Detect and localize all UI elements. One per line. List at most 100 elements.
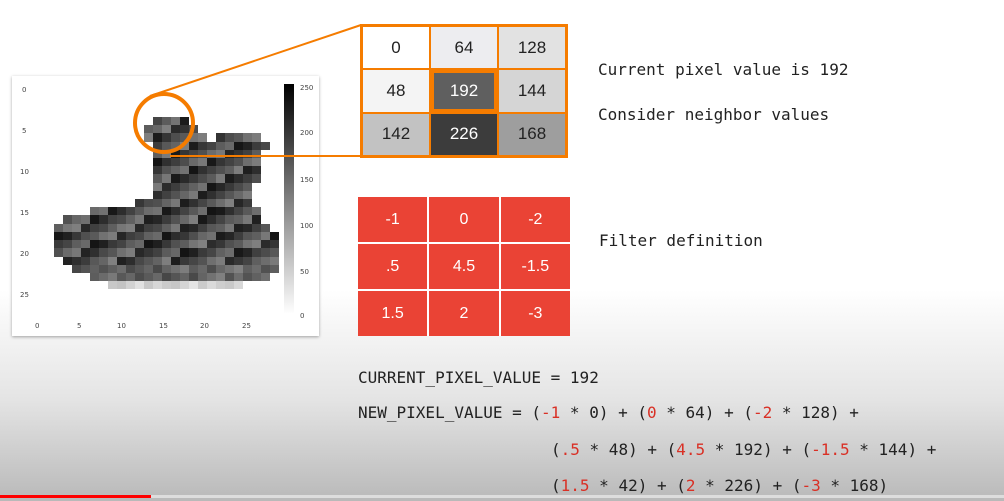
- boot-pixel: [126, 215, 135, 224]
- boot-pixel: [90, 231, 99, 241]
- boot-pixel: [216, 190, 225, 199]
- boot-pixel: [99, 256, 108, 265]
- boot-pixel: [216, 84, 225, 93]
- boot-pixel: [225, 108, 234, 117]
- boot-pixel: [270, 248, 279, 257]
- boot-pixel: [126, 305, 135, 314]
- formula-text: (: [551, 440, 561, 459]
- y-tick: 20: [20, 250, 29, 258]
- boot-pixel: [270, 141, 279, 150]
- boot-pixel: [279, 240, 288, 249]
- neighbor-cell: 48: [362, 69, 430, 113]
- boot-pixel: [54, 182, 63, 191]
- filter-cell: -1: [358, 197, 428, 242]
- boot-pixel: [261, 141, 270, 150]
- boot-pixel: [126, 149, 135, 158]
- boot-pixel: [243, 149, 252, 158]
- boot-pixel: [144, 182, 153, 191]
- boot-pixel: [99, 149, 108, 158]
- boot-pixel: [90, 207, 99, 216]
- boot-pixel: [216, 281, 225, 290]
- boot-pixel: [162, 281, 171, 290]
- boot-pixel: [117, 190, 126, 199]
- boot-pixel: [243, 248, 252, 257]
- boot-pixel: [216, 272, 225, 282]
- boot-pixel: [234, 116, 243, 126]
- boot-pixel: [270, 157, 279, 167]
- boot-pixel: [243, 133, 252, 142]
- boot-pixel: [126, 190, 135, 199]
- boot-pixel: [90, 289, 99, 298]
- boot-pixel: [189, 182, 198, 191]
- boot-pixel: [63, 248, 72, 257]
- boot-pixel: [90, 157, 99, 167]
- boot-pixel: [279, 256, 288, 265]
- video-progress-bar[interactable]: [0, 495, 1004, 498]
- boot-pixel: [270, 133, 279, 142]
- boot-pixel: [207, 231, 216, 241]
- boot-pixel: [99, 207, 108, 216]
- boot-pixel: [90, 190, 99, 199]
- boot-pixel: [180, 305, 189, 314]
- boot-pixel: [207, 223, 216, 232]
- boot-pixel: [153, 215, 162, 224]
- boot-pixel: [279, 281, 288, 290]
- boot-pixel: [45, 297, 54, 306]
- boot-pixel: [45, 125, 54, 134]
- boot-pixel: [261, 190, 270, 199]
- boot-pixel: [216, 166, 225, 175]
- boot-pixel: [252, 207, 261, 216]
- boot-pixel: [207, 240, 216, 249]
- boot-pixel: [207, 305, 216, 314]
- boot-pixel: [270, 297, 279, 306]
- boot-pixel: [270, 289, 279, 298]
- boot-pixel: [279, 231, 288, 241]
- boot-pixel: [135, 199, 144, 208]
- boot-pixel: [279, 157, 288, 167]
- boot-pixel: [108, 281, 117, 290]
- boot-pixel: [234, 133, 243, 142]
- boot-pixel: [225, 248, 234, 257]
- boot-pixel: [72, 207, 81, 216]
- boot-pixel: [279, 199, 288, 208]
- boot-pixel: [90, 125, 99, 134]
- filter-coefficient: 1.5: [560, 476, 590, 495]
- boot-pixel: [36, 289, 45, 298]
- boot-pixel: [117, 305, 126, 314]
- boot-pixel: [216, 297, 225, 306]
- boot-pixel: [198, 272, 207, 282]
- boot-pixel: [162, 157, 171, 167]
- boot-pixel: [54, 281, 63, 290]
- boot-pixel: [171, 248, 180, 257]
- boot-pixel: [225, 240, 234, 249]
- boot-pixel: [81, 297, 90, 306]
- boot-pixel: [189, 240, 198, 249]
- boot-pixel: [180, 84, 189, 93]
- boot-pixel: [180, 297, 189, 306]
- boot-pixel: [162, 240, 171, 249]
- boot-pixel: [81, 215, 90, 224]
- boot-pixel: [243, 125, 252, 134]
- colorbar-tick: 0: [300, 312, 305, 320]
- boot-pixel: [216, 92, 225, 101]
- boot-pixel: [261, 281, 270, 290]
- boot-pixel: [108, 223, 117, 232]
- boot-pixel: [153, 248, 162, 257]
- boot-pixel: [90, 133, 99, 142]
- boot-pixel: [144, 264, 153, 273]
- boot-pixel: [234, 281, 243, 290]
- boot-pixel: [36, 116, 45, 126]
- boot-pixel: [261, 207, 270, 216]
- boot-pixel: [216, 125, 225, 134]
- current-pixel-code-line: CURRENT_PIXEL_VALUE = 192: [358, 368, 599, 387]
- boot-pixel: [225, 297, 234, 306]
- boot-pixel: [117, 231, 126, 241]
- boot-pixel: [279, 272, 288, 282]
- boot-pixel: [72, 190, 81, 199]
- boot-pixel: [207, 256, 216, 265]
- boot-pixel: [234, 207, 243, 216]
- boot-pixel: [99, 240, 108, 249]
- boot-pixel: [207, 92, 216, 101]
- boot-pixel: [126, 133, 135, 142]
- filter-definition-label: Filter definition: [599, 231, 763, 250]
